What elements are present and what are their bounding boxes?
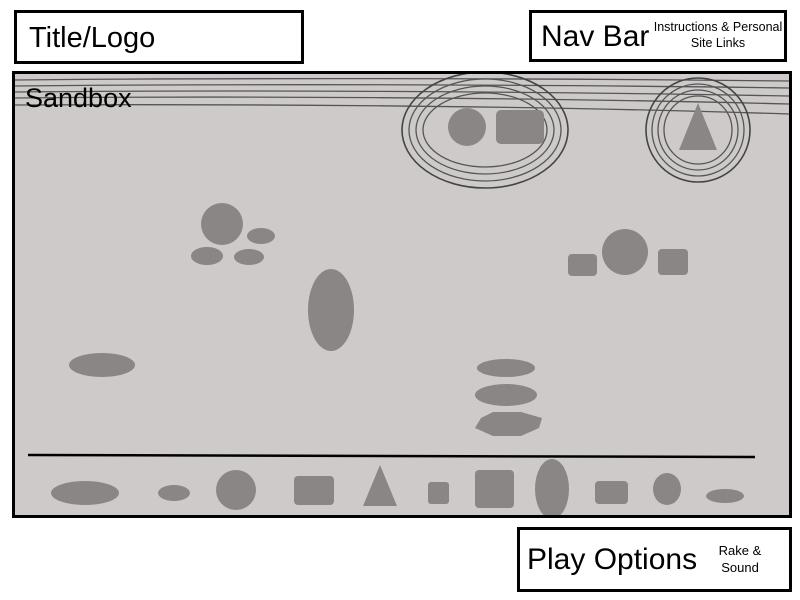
palette-oval[interactable] xyxy=(653,473,681,505)
sandbox-canvas[interactable] xyxy=(15,74,789,515)
stone[interactable] xyxy=(69,353,135,377)
sandbox-stones xyxy=(69,203,688,436)
palette-small-ellipse[interactable] xyxy=(158,485,190,501)
nav-bar-box[interactable]: Nav Bar Instructions & Personal Site Lin… xyxy=(529,10,787,62)
stone[interactable] xyxy=(201,203,243,245)
nav-links-label[interactable]: Instructions & Personal Site Links xyxy=(653,20,783,50)
stone[interactable] xyxy=(247,228,275,244)
stone[interactable] xyxy=(475,384,537,406)
stone[interactable] xyxy=(308,269,354,351)
rake-rings-left xyxy=(401,74,569,189)
shape-palette xyxy=(51,459,744,515)
triangle-stone[interactable] xyxy=(679,103,717,150)
stone[interactable] xyxy=(658,249,688,275)
palette-circle[interactable] xyxy=(216,470,256,510)
palette-wide-ellipse[interactable] xyxy=(51,481,119,505)
stone[interactable] xyxy=(602,229,648,275)
nav-bar-label: Nav Bar xyxy=(541,20,650,53)
title-logo-label: Title/Logo xyxy=(29,22,156,54)
palette-square[interactable] xyxy=(475,470,514,508)
palette-triangle[interactable] xyxy=(363,465,397,506)
rounded-rect-stone[interactable] xyxy=(496,110,544,144)
play-options-box[interactable]: Play Options Rake & Sound xyxy=(517,527,792,592)
circle-stone[interactable] xyxy=(448,108,486,146)
rake-sound-label[interactable]: Rake & Sound xyxy=(718,543,762,575)
stone[interactable] xyxy=(234,249,264,265)
palette-tall-ellipse[interactable] xyxy=(535,459,569,515)
rake-rings-right xyxy=(645,77,751,183)
play-options-label: Play Options xyxy=(527,543,698,576)
sandbox-label: Sandbox xyxy=(25,83,132,113)
sandbox-area[interactable]: Sandbox xyxy=(12,71,792,518)
stone[interactable] xyxy=(477,359,535,377)
stone[interactable] xyxy=(191,247,223,265)
palette-rounded-rect[interactable] xyxy=(294,476,334,505)
palette-divider xyxy=(27,453,756,459)
palette-small-rect[interactable] xyxy=(595,481,628,504)
title-logo-box[interactable]: Title/Logo xyxy=(14,10,304,64)
stone[interactable] xyxy=(568,254,597,276)
palette-flat-ellipse[interactable] xyxy=(706,489,744,503)
stone[interactable] xyxy=(475,412,542,436)
palette-small-square[interactable] xyxy=(428,482,449,504)
